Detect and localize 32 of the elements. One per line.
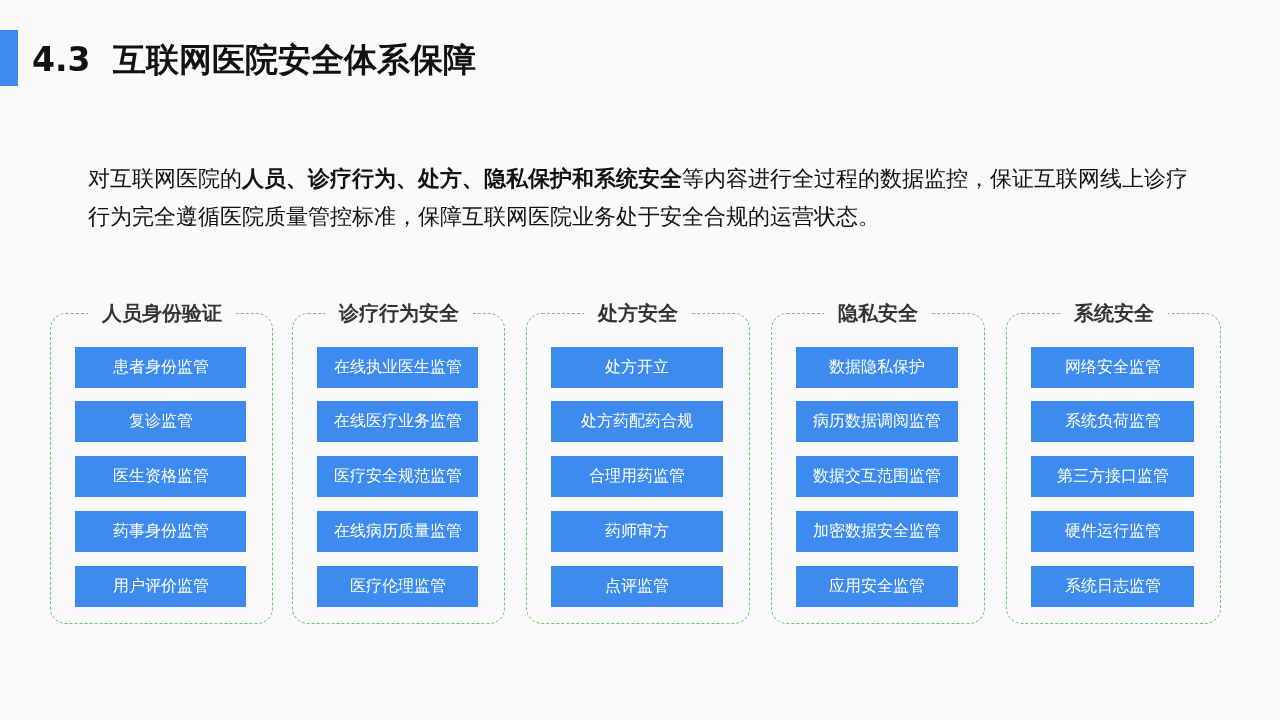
item-box: 医生资格监管 — [75, 456, 246, 497]
item-box: 医疗安全规范监管 — [317, 456, 478, 497]
item-box: 处方药配药合规 — [551, 401, 723, 442]
item-box: 在线执业医生监管 — [317, 347, 478, 388]
item-box: 合理用药监管 — [551, 456, 723, 497]
item-box: 点评监管 — [551, 566, 723, 607]
group-heading: 处方安全 — [584, 300, 692, 326]
item-box: 药事身份监管 — [75, 511, 246, 552]
item-box: 医疗伦理监管 — [317, 566, 478, 607]
item-box: 患者身份监管 — [75, 347, 246, 388]
item-box: 处方开立 — [551, 347, 723, 388]
item-box: 在线病历质量监管 — [317, 511, 478, 552]
item-box: 第三方接口监管 — [1031, 456, 1194, 497]
item-box: 复诊监管 — [75, 401, 246, 442]
item-box: 加密数据安全监管 — [796, 511, 958, 552]
page-title: 4.3 互联网医院安全体系保障 — [32, 39, 477, 81]
item-box: 网络安全监管 — [1031, 347, 1194, 388]
item-box: 药师审方 — [551, 511, 723, 552]
group-heading: 人员身份验证 — [87, 300, 236, 326]
intro-paragraph: 对互联网医院的人员、诊疗行为、处方、隐私保护和系统安全等内容进行全过程的数据监控，保证互联网线上诊疗行为完全遵循医院质量管控标准，保障互联网医院业务处于安全合规的运营状态。 — [88, 165, 1189, 231]
item-box: 应用安全监管 — [796, 566, 958, 607]
item-box: 数据隐私保护 — [796, 347, 958, 388]
group-heading: 诊疗行为安全 — [324, 300, 473, 326]
item-box: 硬件运行监管 — [1031, 511, 1194, 552]
item-box: 数据交互范围监管 — [796, 456, 958, 497]
group-heading: 系统安全 — [1059, 300, 1168, 326]
group-heading: 隐私安全 — [824, 300, 932, 326]
item-box: 系统日志监管 — [1031, 566, 1194, 607]
item-box: 病历数据调阅监管 — [796, 401, 958, 442]
item-box: 用户评价监管 — [75, 566, 246, 607]
item-box: 在线医疗业务监管 — [317, 401, 478, 442]
item-box: 系统负荷监管 — [1031, 401, 1194, 442]
